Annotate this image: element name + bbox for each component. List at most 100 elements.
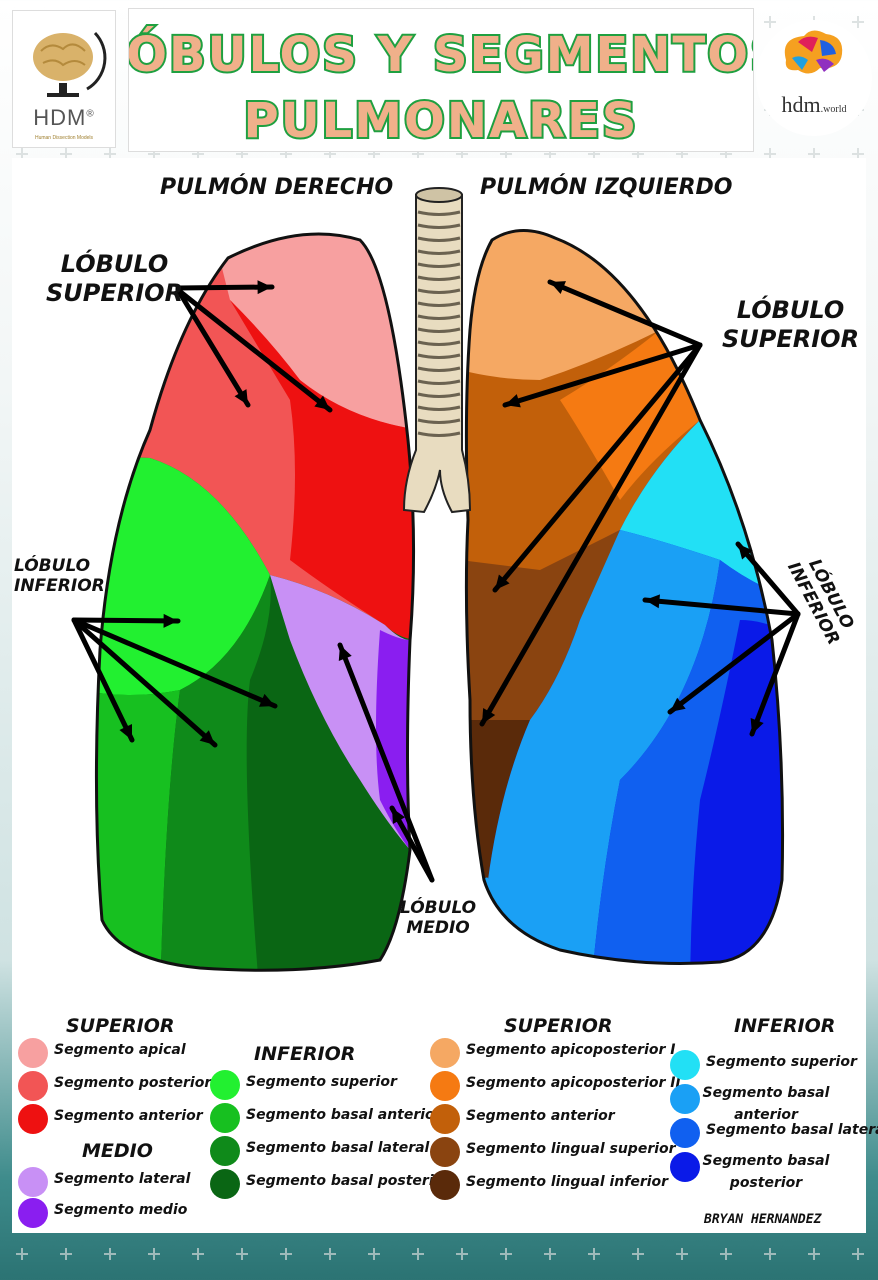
arrowhead [119, 724, 132, 740]
right-inferior-lobe-label-line2: INFERIOR [14, 576, 105, 597]
right-superior-lobe-label: LÓBULO SUPERIOR [46, 250, 183, 308]
legend-swatch [670, 1050, 700, 1080]
legend-label: Segmento lateral [54, 1171, 191, 1187]
left-superior-lobe-label-line1: LÓBULO [736, 296, 845, 324]
arrowhead [738, 544, 753, 560]
trachea-ring [417, 327, 461, 333]
legend-swatch [210, 1136, 240, 1166]
legend-swatch [670, 1084, 700, 1114]
legend-swatch [670, 1118, 700, 1148]
trachea-ring [417, 236, 461, 242]
legend-label: Segmento posterior [54, 1075, 212, 1091]
arrows [71, 279, 801, 883]
legend-label: Segmento basal anterior [246, 1107, 442, 1123]
trachea-ring [417, 340, 461, 346]
legend-left-superior-title: SUPERIOR [504, 1015, 613, 1037]
legend-left-inferior-title: INFERIOR [734, 1015, 836, 1037]
trachea-ring [417, 392, 461, 398]
arrowhead [199, 730, 215, 745]
logo-left-text: HDM [33, 105, 87, 130]
logo-right-text: hdm [781, 92, 821, 117]
hdm-world-logo: hdm.world [756, 20, 872, 136]
title-line-1: LÓBULOS Y SEGMENTOS [129, 26, 753, 83]
trachea-ring [417, 288, 461, 294]
legend-swatch [430, 1170, 460, 1200]
legend-label: Segmento basal anterior [702, 1085, 830, 1124]
colorful-brain-icon [784, 30, 843, 74]
title-line-2: PULMONARES [244, 93, 639, 149]
right-superior-lobe-label-line1: LÓBULO [60, 250, 169, 278]
arrowhead [259, 693, 275, 707]
legend-swatch [18, 1167, 48, 1197]
trachea-ring [417, 353, 461, 359]
legend-swatch [210, 1070, 240, 1100]
left-superior-lobe-label-line2: SUPERIOR [722, 324, 860, 353]
trachea-ring [417, 418, 461, 424]
legend-swatch [210, 1103, 240, 1133]
trachea-ring [417, 379, 461, 385]
legend-swatch [210, 1169, 240, 1199]
arrowhead [645, 594, 660, 609]
arrowhead [482, 708, 496, 724]
legend-label: Segmento anterior [54, 1108, 203, 1124]
logo-left-subtitle: Human Dissection Models [34, 135, 94, 141]
trachea-ring [417, 431, 461, 437]
legend-swatch [670, 1152, 700, 1182]
author-signature: BRYAN HERNANDEZ [704, 1212, 822, 1227]
legend-label: Segmento superior [246, 1074, 397, 1090]
legend-swatch [430, 1038, 460, 1068]
trachea-ring [417, 301, 461, 307]
middle-lobe-label-line2: MEDIO [406, 918, 470, 939]
right-inferior-lobe-label-line1: LÓBULO [14, 556, 91, 576]
legend-label: Segmento basal posterior [246, 1173, 451, 1189]
legend-swatch [18, 1038, 48, 1068]
trachea-ring [417, 275, 461, 281]
trachea [402, 187, 472, 514]
trachea-ring [417, 223, 461, 229]
middle-lobe-label: LÓBULO MEDIO [400, 898, 476, 939]
trachea-ring [417, 405, 461, 411]
legend-label: Segmento anterior [466, 1108, 615, 1124]
trachea-ring [417, 249, 461, 255]
arrowhead [338, 645, 352, 661]
arrowhead [392, 808, 406, 824]
legend-right-superior-title: SUPERIOR [66, 1015, 175, 1037]
title-banner: LÓBULOS Y SEGMENTOS PULMONARES [128, 8, 754, 152]
arrowhead [257, 280, 272, 295]
legend-label: Segmento medio [54, 1202, 188, 1218]
arrowhead [163, 613, 178, 628]
trachea-ring [417, 366, 461, 372]
legend-label: Segmento basal lateral [706, 1122, 878, 1138]
arrowhead [234, 389, 248, 405]
arrowhead [314, 395, 330, 410]
legend-label: Segmento apical [54, 1042, 186, 1058]
middle-lobe-label-line1: LÓBULO [400, 898, 477, 918]
right-inferior-lobe-label: LÓBULO INFERIOR [14, 556, 105, 597]
legend-swatch [18, 1198, 48, 1228]
arrowhead [505, 394, 521, 408]
legend-swatch [430, 1104, 460, 1134]
legend-label: Segmento lingual inferior [466, 1174, 669, 1190]
trachea-ring [417, 314, 461, 320]
logo-right-suffix: .world [820, 104, 847, 115]
left-lung-title: PULMÓN IZQUIERDO [480, 175, 733, 200]
trachea-ring [417, 262, 461, 268]
brain-globe-icon [33, 31, 107, 97]
legend-swatch [430, 1071, 460, 1101]
legend-label: Segmento superior [706, 1054, 857, 1070]
left-superior-lobe-label: LÓBULO SUPERIOR [722, 296, 859, 354]
arrowhead [495, 574, 510, 590]
legend-label: Segmento lingual superior [466, 1141, 676, 1157]
legend-swatch [18, 1104, 48, 1134]
arrowhead [750, 718, 764, 734]
legend-label: Segmento apicoposterior II [466, 1075, 681, 1091]
arrowhead [670, 697, 686, 712]
trachea-ring [417, 210, 461, 216]
legend-swatch [18, 1071, 48, 1101]
legend-swatch [430, 1137, 460, 1167]
legend-middle-title: MEDIO [82, 1140, 153, 1162]
right-superior-lobe-label-line2: SUPERIOR [46, 278, 184, 307]
right-lung-title: PULMÓN DERECHO [160, 175, 394, 200]
arrowhead [550, 281, 566, 294]
